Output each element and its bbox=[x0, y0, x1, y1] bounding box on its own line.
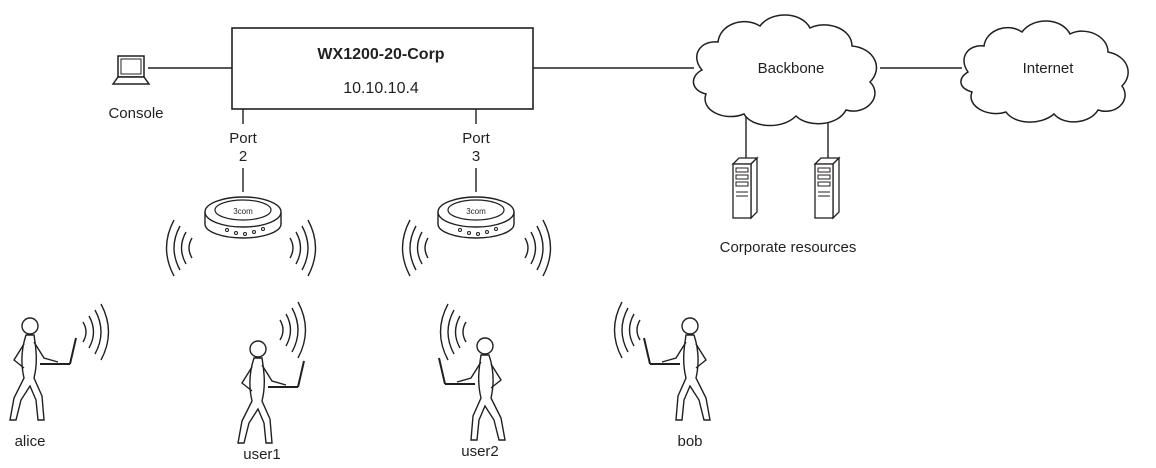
port2-label: Port bbox=[229, 130, 257, 147]
port3-number: 3 bbox=[472, 148, 480, 165]
servers-label: Corporate resources bbox=[720, 239, 857, 256]
wireless-waves-icon bbox=[289, 219, 317, 277]
user-label: bob bbox=[677, 433, 702, 450]
internet-label: Internet bbox=[1023, 60, 1075, 77]
wireless-waves-icon bbox=[439, 303, 467, 361]
ap-brand: 3com bbox=[466, 207, 486, 216]
user-bob: bob bbox=[613, 301, 711, 450]
internet-cloud-icon bbox=[960, 20, 1129, 123]
wireless-waves-icon bbox=[613, 301, 641, 359]
person-icon bbox=[237, 340, 305, 444]
port2-number: 2 bbox=[239, 148, 247, 165]
user-alice: alice bbox=[9, 303, 110, 450]
user-user1: user1 bbox=[237, 301, 307, 463]
access-point-icon: 3com bbox=[204, 196, 282, 239]
backbone-cloud-icon bbox=[692, 14, 878, 127]
person-icon bbox=[438, 337, 506, 441]
switch-box: WX1200-20-Corp 10.10.10.4 bbox=[231, 27, 534, 110]
wireless-waves-icon bbox=[165, 219, 193, 277]
wireless-waves-icon bbox=[524, 219, 552, 277]
switch-name: WX1200-20-Corp bbox=[317, 46, 444, 63]
wireless-waves-icon bbox=[82, 303, 110, 361]
console-label: Console bbox=[108, 105, 163, 122]
person-icon bbox=[643, 317, 711, 421]
user-label: user2 bbox=[461, 443, 499, 460]
access-point-icon: 3com bbox=[437, 196, 515, 239]
backbone-label: Backbone bbox=[758, 60, 825, 77]
laptop-icon bbox=[111, 55, 151, 85]
switch-ip: 10.10.10.4 bbox=[343, 80, 419, 97]
server-icon bbox=[732, 157, 758, 219]
user-label: user1 bbox=[243, 446, 281, 463]
user-label: alice bbox=[15, 433, 46, 450]
user-user2: user2 bbox=[438, 303, 506, 460]
server-icon bbox=[814, 157, 840, 219]
wireless-waves-icon bbox=[279, 301, 307, 359]
ap-brand: 3com bbox=[233, 207, 253, 216]
person-icon bbox=[9, 317, 77, 421]
wireless-waves-icon bbox=[401, 219, 429, 277]
port3-label: Port bbox=[462, 130, 490, 147]
